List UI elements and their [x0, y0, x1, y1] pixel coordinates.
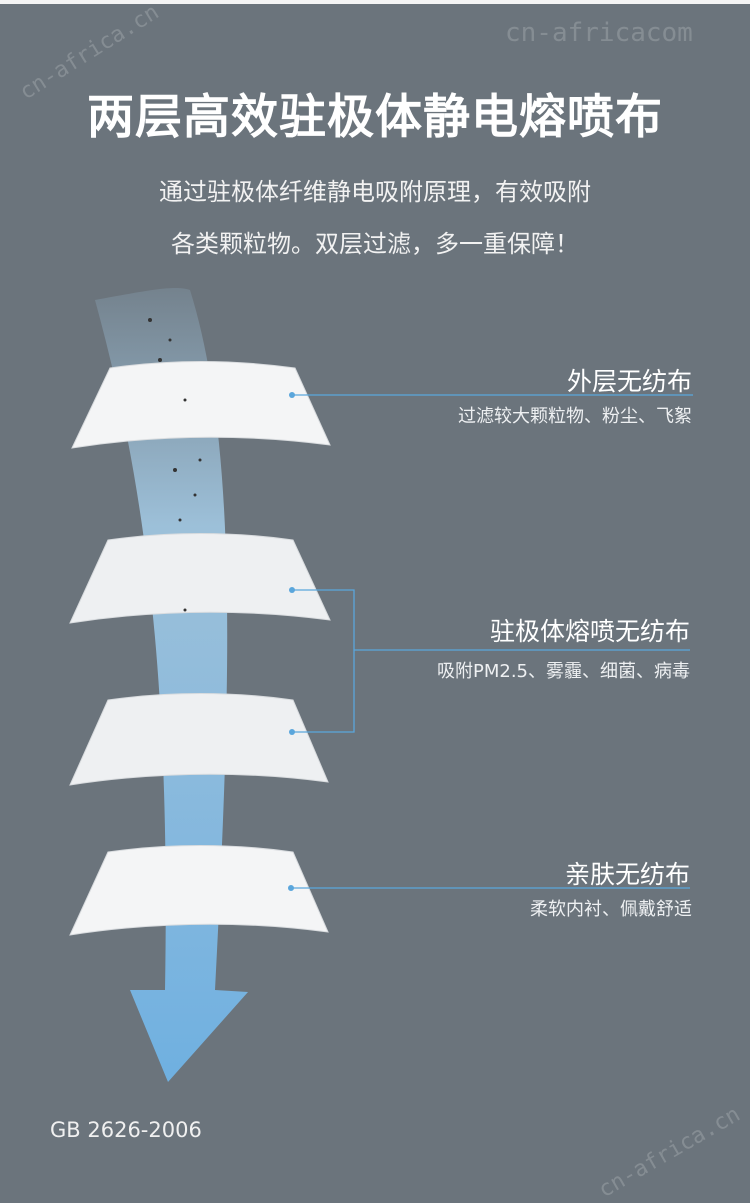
filter-layer-meltblown-2	[69, 693, 329, 786]
layer-desc-skin: 柔软内衬、佩戴舒适	[530, 899, 692, 920]
layer-desc-meltblown: 吸附PM2.5、雾霾、细菌、病毒	[436, 661, 690, 682]
layer-name-skin: 亲肤无纺布	[564, 860, 690, 889]
subtitle-line-2: 各类颗粒物。双层过滤，多一重保障！	[171, 230, 579, 258]
layer-name-meltblown: 驻极体熔喷无纺布	[489, 617, 690, 646]
connector-lines	[291, 394, 693, 889]
watermark: cn-africacom	[505, 18, 693, 48]
page-title: 两层高效驻极体静电熔喷布	[87, 90, 663, 145]
layer-desc-outer: 过滤较大颗粒物、粉尘、飞絮	[458, 406, 692, 427]
connector-dots	[288, 392, 295, 891]
filter-layer-outer	[71, 361, 331, 449]
subtitle-line-1: 通过驻极体纤维静电吸附原理，有效吸附	[159, 178, 591, 206]
layer-name-outer: 外层无纺布	[566, 367, 692, 396]
top-strip	[0, 0, 750, 4]
standard-label: GB 2626-2006	[50, 1118, 202, 1142]
dust-particles	[148, 318, 202, 612]
filter-layer-meltblown-1	[69, 533, 331, 624]
filter-layer-skin	[69, 845, 329, 936]
